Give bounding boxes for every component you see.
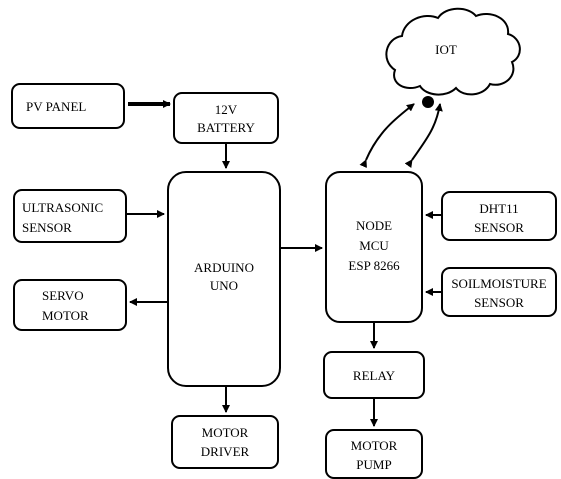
block-nodemcu: NODE MCU ESP 8266 bbox=[325, 171, 423, 323]
block-pv-panel: PV PANEL bbox=[11, 83, 125, 129]
servo-label-1: SERVO bbox=[42, 288, 84, 303]
block-motor-driver: MOTOR DRIVER bbox=[171, 415, 279, 469]
dht11-label-2: SENSOR bbox=[474, 220, 524, 235]
servo-label-2: MOTOR bbox=[42, 308, 89, 323]
arduino-label-1: ARDUINO bbox=[194, 260, 254, 275]
block-servo-motor: SERVO MOTOR bbox=[13, 279, 127, 331]
block-motor-pump: MOTOR PUMP bbox=[325, 429, 423, 479]
block-relay: RELAY bbox=[323, 351, 425, 399]
cloud-icon bbox=[385, 7, 521, 96]
motor-driver-label-1: MOTOR bbox=[202, 425, 249, 440]
connectors bbox=[126, 100, 443, 427]
battery-label-1: 12V bbox=[215, 102, 238, 117]
block-dht11-sensor: DHT11 SENSOR bbox=[441, 191, 557, 241]
block-battery: 12V BATTERY bbox=[173, 92, 279, 144]
soil-label-1: SOILMOISTURE bbox=[451, 276, 546, 291]
nodemcu-label-2: MCU bbox=[359, 238, 389, 253]
ultrasonic-label-1: ULTRASONIC bbox=[22, 200, 103, 215]
dht11-label-1: DHT11 bbox=[479, 201, 518, 216]
arduino-label-2: UNO bbox=[210, 278, 238, 293]
battery-label-2: BATTERY bbox=[197, 120, 255, 135]
motor-pump-label-1: MOTOR bbox=[351, 438, 398, 453]
relay-label: RELAY bbox=[353, 368, 396, 383]
block-soil-moisture-sensor: SOILMOISTURE SENSOR bbox=[441, 267, 557, 317]
block-arduino-uno: ARDUINO UNO bbox=[167, 171, 281, 387]
motor-pump-label-2: PUMP bbox=[356, 457, 391, 472]
iot-cloud: IOT bbox=[385, 7, 521, 108]
pv-panel-label: PV PANEL bbox=[26, 99, 86, 114]
arrow-nodemcu-iot-right bbox=[404, 103, 443, 169]
arrow-nodemcu-iot-left bbox=[359, 103, 415, 169]
iot-label: IOT bbox=[435, 42, 457, 57]
nodemcu-label-1: NODE bbox=[356, 218, 392, 233]
soil-label-2: SENSOR bbox=[474, 295, 524, 310]
block-ultrasonic-sensor: ULTRASONIC SENSOR bbox=[13, 189, 127, 243]
ultrasonic-label-2: SENSOR bbox=[22, 220, 72, 235]
motor-driver-label-2: DRIVER bbox=[201, 444, 250, 459]
nodemcu-label-3: ESP 8266 bbox=[348, 258, 400, 273]
cloud-tail-dot bbox=[422, 96, 434, 108]
